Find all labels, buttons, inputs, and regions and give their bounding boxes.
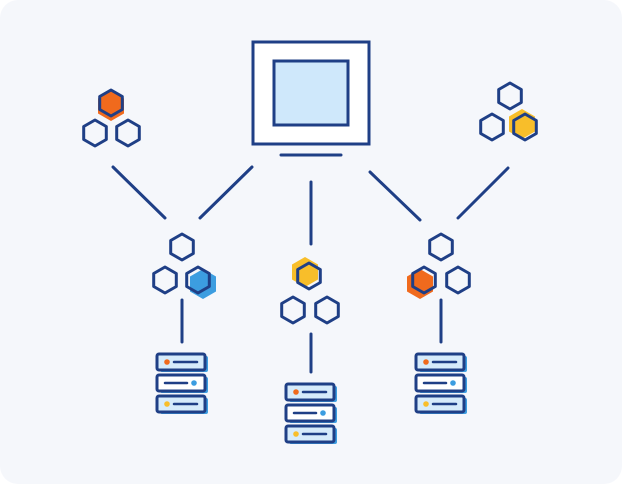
hexagon-icon	[115, 118, 141, 148]
server-led	[164, 359, 170, 365]
hexagon-accent-icon	[292, 257, 318, 287]
hexagon-icon	[445, 265, 471, 295]
hexagon-icon	[512, 112, 538, 142]
hexagon-accent-icon	[407, 269, 433, 299]
server-led	[423, 359, 429, 365]
hexagon-icon	[314, 295, 340, 325]
hexagon-icon	[479, 112, 505, 142]
server-led	[293, 389, 299, 395]
server-rack-right	[414, 352, 467, 414]
hexagon-icon	[98, 88, 124, 118]
hexagon-icon	[82, 118, 108, 148]
server-led	[423, 401, 429, 407]
connector-line	[456, 166, 510, 220]
server-led	[191, 380, 197, 386]
server-led	[164, 401, 170, 407]
monitor-screen	[272, 59, 350, 127]
hexagon-icon	[296, 261, 322, 291]
hexagon-cluster-mid-center	[280, 257, 340, 325]
hexagon-icon	[497, 81, 523, 111]
hexagon-cluster-mid-left	[152, 232, 216, 299]
server-led	[450, 380, 456, 386]
hexagon-cluster-top-left	[82, 88, 141, 148]
hexagon-cluster-mid-right	[407, 232, 471, 299]
connector-line	[111, 165, 167, 220]
hexagon-icon	[280, 295, 306, 325]
server-led	[320, 410, 326, 416]
hexagon-icon	[185, 265, 211, 295]
hexagon-icon	[152, 265, 178, 295]
hexagon-accent-icon	[190, 269, 216, 299]
server-rack-left	[155, 352, 208, 414]
hexagon-icon	[428, 232, 454, 262]
hexagon-icon	[411, 265, 437, 295]
connector-line	[198, 165, 254, 220]
computer-monitor	[251, 40, 371, 157]
hexagon-cluster-top-right	[479, 81, 538, 142]
connector-lines	[111, 165, 510, 374]
server-led	[293, 431, 299, 437]
server-rack-center	[284, 382, 337, 444]
hexagon-icon	[169, 232, 195, 262]
connector-line	[368, 170, 422, 222]
